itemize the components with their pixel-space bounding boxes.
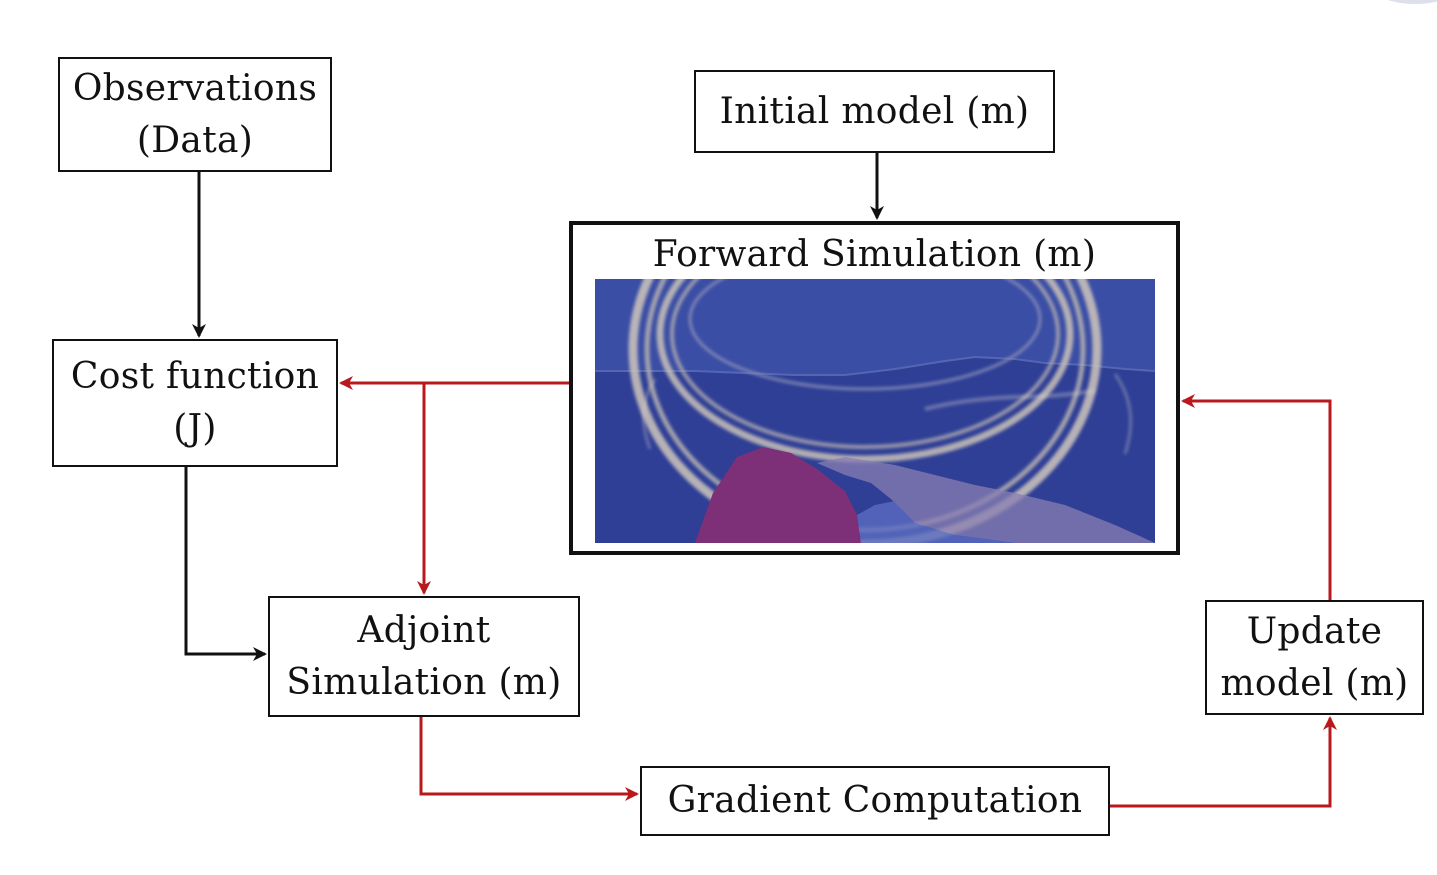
gradient-computation-box: Gradient Computation <box>640 766 1110 836</box>
forward-simulation-label: Forward Simulation (m) <box>652 234 1097 275</box>
initial-model-box: Initial model (m) <box>694 70 1055 153</box>
observations-label-line2: (Data) <box>136 119 254 161</box>
update-model-label-line2: model (m) <box>1220 662 1409 704</box>
arrow-adjoint-to-gradient <box>419 717 639 801</box>
observations-box: Observations (Data) <box>58 57 332 172</box>
layer-boundary <box>595 355 1155 376</box>
cost-function-box: Cost function (J) <box>52 339 338 467</box>
initial-model-label: Initial model (m) <box>719 90 1030 132</box>
wavefront-outer <box>628 279 1102 543</box>
arrow-gradient-to-update <box>1110 716 1337 808</box>
arrow-cost-to-adjoint <box>184 467 267 661</box>
cost-function-label-line1: Cost function <box>70 356 320 397</box>
wavefront-faint <box>688 279 1042 391</box>
corner-decoration <box>1387 0 1437 4</box>
update-model-box: Update model (m) <box>1205 600 1424 715</box>
gradient-computation-label: Gradient Computation <box>667 780 1083 821</box>
adjoint-simulation-box: Adjoint Simulation (m) <box>268 596 580 717</box>
upper-layer <box>595 279 1155 375</box>
wavefront-inner-2 <box>670 279 1060 449</box>
cost-function-label-line2: (J) <box>173 408 217 449</box>
adjoint-simulation-label-line2: Simulation (m) <box>286 661 562 703</box>
update-model-label-line1: Update <box>1246 610 1383 652</box>
wavefield-snapshot-image <box>595 279 1155 543</box>
sediment-wedge <box>817 457 1155 543</box>
forward-simulation-box: Forward Simulation (m) <box>569 221 1180 555</box>
salt-body <box>695 447 861 543</box>
observations-label-line1: Observations <box>72 67 318 109</box>
arrow-update-to-forward <box>1181 394 1332 600</box>
adjoint-simulation-label-line1: Adjoint <box>357 609 491 651</box>
wavefront-inner <box>656 279 1074 463</box>
lower-wedge <box>857 501 1015 543</box>
